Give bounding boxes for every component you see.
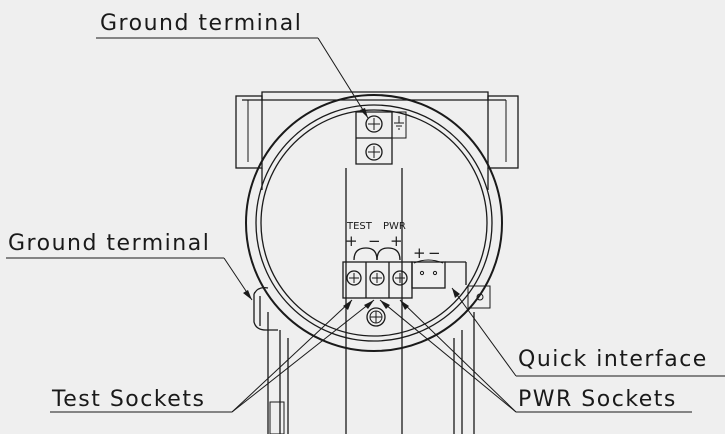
terminal-screw-test-plus: [346, 270, 362, 286]
pwr-label: PWR: [383, 221, 406, 232]
housing-body: [235, 91, 519, 190]
ground-screw-upper: [365, 115, 383, 133]
quick-interface-connector: [411, 259, 467, 289]
terminal-links: [353, 247, 401, 261]
quick-plus-sign: +: [413, 244, 426, 262]
callout-test-sockets: Test Sockets: [50, 299, 375, 413]
quick-interface-label: Quick interface: [518, 347, 708, 372]
test-sockets-label: Test Sockets: [51, 387, 205, 412]
terminal-screw-pwr-plus: [392, 270, 408, 286]
pwr-plus-sign: +: [390, 232, 403, 250]
test-label: TEST: [346, 221, 373, 232]
housing-neck: [267, 312, 475, 434]
ground-terminal-top-label: Ground terminal: [100, 11, 302, 36]
test-plus-sign: +: [345, 232, 358, 250]
ground-screw-lower: [365, 143, 383, 161]
callout-pwr-sockets: PWR Sockets: [379, 299, 692, 413]
terminal-panel: [345, 111, 407, 434]
callout-quick-interface: Quick interface: [451, 287, 725, 377]
terminal-screw-test-minus: [369, 270, 385, 286]
ground-terminal-left-label: Ground terminal: [8, 231, 210, 256]
ground-symbol-icon: [394, 116, 404, 130]
cable-gland: [253, 286, 278, 331]
test-minus-sign: −: [368, 232, 381, 250]
cover-ring: [245, 94, 503, 352]
quick-minus-sign: −: [428, 244, 441, 262]
pwr-sockets-label: PWR Sockets: [518, 387, 677, 412]
callout-ground-top: Ground terminal: [96, 11, 369, 119]
callout-ground-left: Ground terminal: [6, 231, 253, 301]
bottom-screw: [366, 307, 386, 327]
